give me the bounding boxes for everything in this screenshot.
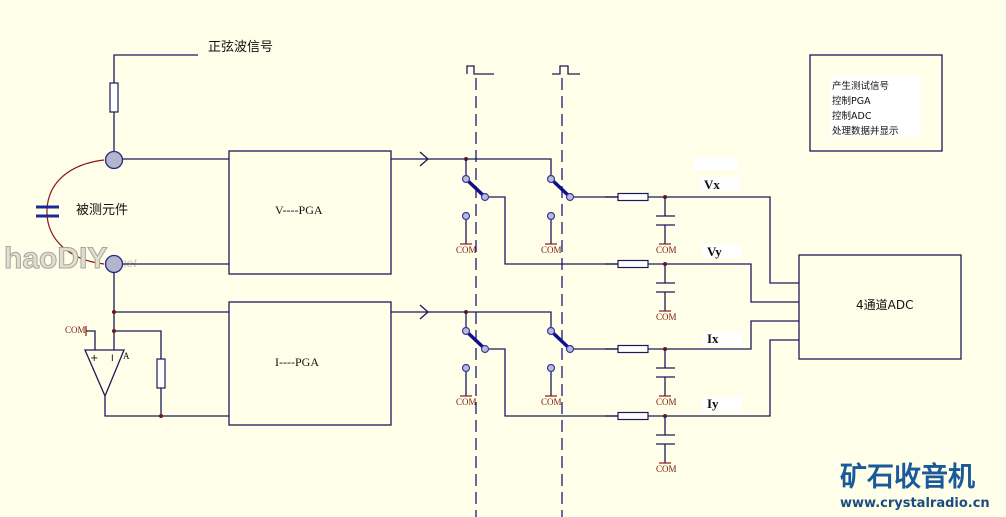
switch-i2-blade [549,329,572,351]
opamp-out-pin: A [123,351,130,361]
i-pga-label: I----PGA [275,355,319,369]
filter-com-label: COM [656,312,677,322]
ix-to-adc [666,320,799,350]
controller-text-background [830,76,920,136]
label-background [693,157,738,170]
switch-i1-blade [464,329,487,351]
switch-v2-com-label: COM [541,245,562,255]
rc-filters: COM COM COM COM [605,192,677,474]
rc-filter-iy: COM [605,411,677,474]
rc-filter-ix: COM [605,344,677,407]
feedback-resistor [156,358,166,389]
signal-label-vy: Vy [707,244,722,259]
switch-v1-com-label: COM [456,245,477,255]
label-background [700,177,740,191]
label-background [702,332,742,346]
haodiy-watermark-text: haoDIY [4,242,107,275]
label-background [702,244,742,258]
switch-v2-contact [565,192,575,202]
transimpedance-opamp: + I A COM [65,325,130,398]
controller-block [809,54,943,152]
adc-block [798,254,962,360]
switch-i1-contact [480,344,490,354]
clock-pulse-late [552,65,580,75]
controller-line: 处理数据并显示 [832,125,899,137]
junction [112,310,116,314]
controller-line: 产生测试信号 [832,80,889,92]
crystalradio-watermark: 矿石收音机 www.crystalradio.cn [840,461,990,511]
i-signal-arrow [419,304,429,320]
v-signal-arrow [419,151,429,167]
junction [112,329,116,333]
sine-source: 正弦波信号 [109,39,273,152]
signal-label-ix: Ix [707,331,719,346]
label-background [702,397,742,411]
opamp-minus-pin: I [111,354,114,364]
vy-to-adc [666,263,799,303]
signal-label-iy: Iy [707,396,719,411]
source-resistor [109,82,119,113]
rc-filter-vx: COM [605,192,677,255]
opamp-triangle [84,349,125,398]
switch-v2-blade [549,177,572,199]
filter-resistor [617,259,649,269]
clock-pulse-early [466,65,494,75]
filter-com-label: COM [656,397,677,407]
v-pga-block [228,150,392,275]
switch-i2-contact [565,344,575,354]
iy-to-adc [666,339,799,417]
rc-filter-vy: COM [605,259,677,322]
brand-url: www.crystalradio.cn [840,496,990,511]
switch-i1-ground-contact [461,363,471,373]
switch-v1-pivot [461,174,471,184]
signal-label-vx: Vx [704,177,720,192]
i-pga-block [228,301,392,426]
test-lead [46,159,105,265]
dut-label: 被测元件 [76,203,128,218]
switch-v1-blade [464,177,487,199]
switch-v1-contact [480,192,490,202]
vx-to-adc [666,196,799,284]
filter-com-label: COM [656,464,677,474]
filter-resistor [617,344,649,354]
adc-label: 4通道ADC [856,298,913,312]
feedback-wire-top [114,330,162,359]
switch-i2-com-label: COM [541,397,562,407]
sine-source-wire [113,54,198,83]
switch-pair-v: COM COM [456,157,620,265]
opamp-plus-pin: + [90,353,98,364]
opamp-plus-wire [86,330,96,350]
terminal-high [104,150,124,170]
controller-line: 控制ADC [832,110,872,122]
switch-pair-i: COM COM [456,310,620,417]
switch-i1-com-label: COM [456,397,477,407]
v-pga-label: V----PGA [275,203,323,217]
wire-to-switch-i2 [466,311,552,330]
vy-path [489,196,620,265]
filter-com-label: COM [656,245,677,255]
iy-path [489,348,620,417]
opamp-output-wire [104,396,229,417]
haodiy-watermark: haoDIY net [4,242,138,276]
switch-v2-pivot [546,174,556,184]
terminal-low [104,254,124,274]
switch-i1-pivot [461,326,471,336]
wire-to-switch-v2 [466,158,552,178]
filter-resistor [617,192,649,202]
brand-name: 矿石收音机 [840,461,975,493]
switch-i2-ground-contact [546,363,556,373]
junction [159,414,163,418]
switch-v2-ground-contact [546,211,556,221]
controller-line: 控制PGA [832,95,871,107]
opamp-com-label: COM [65,325,86,335]
switch-v1-ground-contact [461,211,471,221]
sine-source-label: 正弦波信号 [208,39,273,55]
haodiy-watermark-suffix: net [120,256,137,270]
device-under-test: 被测元件 [36,159,128,265]
switch-i2-pivot [546,326,556,336]
filter-resistor [617,411,649,421]
